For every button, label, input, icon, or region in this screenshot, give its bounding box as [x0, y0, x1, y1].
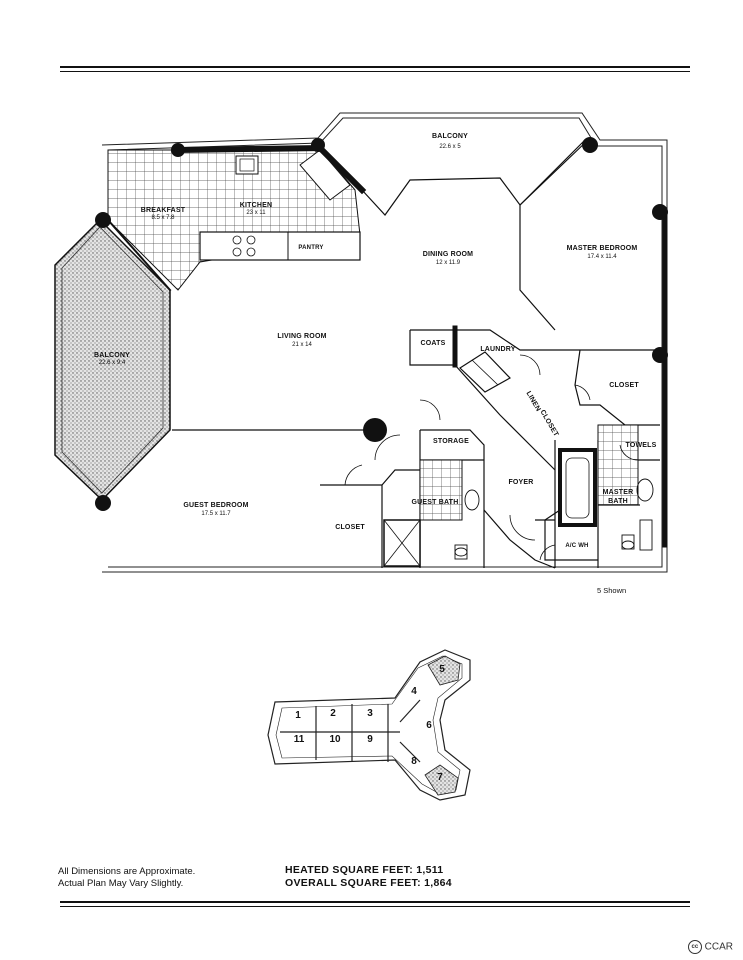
guest-bath-label: GUEST BATH — [411, 499, 459, 506]
dining-dims: 12 x 11.9 — [435, 260, 461, 266]
guest-bedroom-dims: 17.5 x 11.7 — [201, 511, 231, 517]
disclaimer-line-1: All Dimensions are Approximate. — [58, 866, 196, 877]
top-rule-thin — [60, 71, 690, 72]
top-rule-thick — [60, 66, 690, 68]
living-label: LIVING ROOM — [277, 333, 327, 340]
unit-number-2: 2 — [330, 708, 336, 719]
master-bath-label: MASTER — [602, 489, 634, 496]
living-dims: 21 x 14 — [292, 342, 312, 348]
unit-number-3: 3 — [367, 708, 373, 719]
balcony-left-label: BALCONY — [93, 352, 130, 359]
unit-number-6: 6 — [426, 720, 432, 731]
stove-burners — [232, 235, 256, 257]
bottom-rule-thin — [60, 906, 690, 907]
license-text: CCAR — [704, 941, 733, 953]
acwh-label: A/C WH — [565, 543, 589, 549]
unit-number-5: 5 — [439, 664, 445, 675]
closet-master-label: CLOSET — [609, 382, 639, 389]
column-posts — [95, 137, 668, 511]
kitchen-dims: 23 x 11 — [246, 210, 266, 216]
closet-guest-label: CLOSET — [335, 524, 365, 531]
unit-number-4: 4 — [411, 686, 417, 697]
unit-number-10: 10 — [329, 734, 341, 745]
breakfast-label: BREAKFAST — [140, 207, 186, 214]
unit-number-9: 9 — [367, 734, 373, 745]
master-bedroom-dims: 17.4 x 11.4 — [587, 254, 617, 260]
breakfast-dims: 8.5 x 7.8 — [151, 215, 175, 221]
license-mark: cc CCAR — [687, 940, 733, 954]
coats-label: COATS — [420, 340, 446, 347]
heated-square-feet: HEATED SQUARE FEET: 1,511 — [285, 864, 444, 876]
master-bedroom-label: MASTER BEDROOM — [566, 245, 638, 252]
unit-number-8: 8 — [411, 756, 417, 767]
dimensions-disclaimer: All Dimensions are Approximate. Actual P… — [58, 866, 195, 890]
towels-label: TOWELS — [625, 442, 657, 449]
unit-number-1: 1 — [295, 710, 301, 721]
unit-number-7: 7 — [437, 772, 443, 783]
balcony-left-dims: 22.6 x 9.4 — [98, 360, 126, 366]
laundry-label: LAUNDRY — [480, 346, 516, 353]
creative-commons-icon: cc — [687, 940, 702, 954]
kitchen-label: KITCHEN — [239, 202, 273, 209]
balcony-top-label: BALCONY — [431, 133, 468, 140]
disclaimer-line-2: Actual Plan May Vary Slightly. — [58, 878, 184, 889]
dining-label: DINING ROOM — [422, 251, 474, 258]
storage-label: STORAGE — [433, 438, 469, 445]
pantry-label: PANTRY — [298, 245, 324, 251]
master-bath-label-2: BATH — [608, 498, 628, 505]
balcony-top-dims: 22.6 x 5 — [439, 144, 461, 150]
unit-7-highlight — [424, 764, 459, 796]
unit-5-highlight — [427, 655, 461, 686]
key-plan — [267, 649, 471, 801]
unit-number-11: 11 — [293, 734, 305, 745]
shown-note: 5 Shown — [597, 586, 627, 595]
guest-bedroom-label: GUEST BEDROOM — [183, 502, 249, 509]
overall-square-feet: OVERALL SQUARE FEET: 1,864 — [285, 877, 452, 889]
bottom-rule-thick — [60, 901, 690, 903]
foyer-label: FOYER — [508, 479, 534, 486]
